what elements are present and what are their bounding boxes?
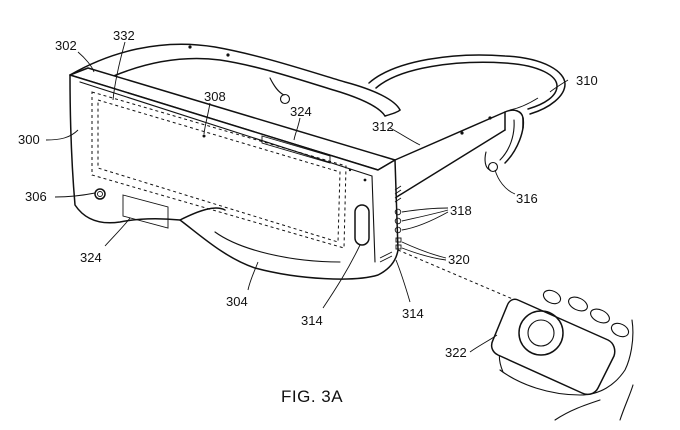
ref-320: 320 [448, 252, 470, 267]
ref-300: 300 [18, 132, 40, 147]
ref-304: 304 [226, 294, 248, 309]
ref-324-top: 324 [290, 104, 312, 119]
ref-318: 318 [450, 203, 472, 218]
handheld-controller [490, 289, 634, 421]
ref-302: 302 [55, 38, 77, 53]
ref-332: 332 [113, 28, 135, 43]
ref-322: 322 [445, 345, 467, 360]
headset-housing [69, 67, 402, 280]
ref-312: 312 [372, 119, 394, 134]
right-temple-arm [394, 109, 525, 199]
ref-314-slot: 314 [301, 313, 323, 328]
figure-caption: FIG. 3A [281, 387, 343, 406]
ref-316: 316 [516, 191, 538, 206]
ref-308: 308 [204, 89, 226, 104]
ref-324-bottom: 324 [80, 250, 102, 265]
ref-310: 310 [576, 73, 598, 88]
ref-306: 306 [25, 189, 47, 204]
left-temple-arm [69, 43, 401, 117]
ref-314-port: 314 [402, 306, 424, 321]
leader-lines [45, 41, 569, 353]
head-strap [368, 54, 566, 115]
